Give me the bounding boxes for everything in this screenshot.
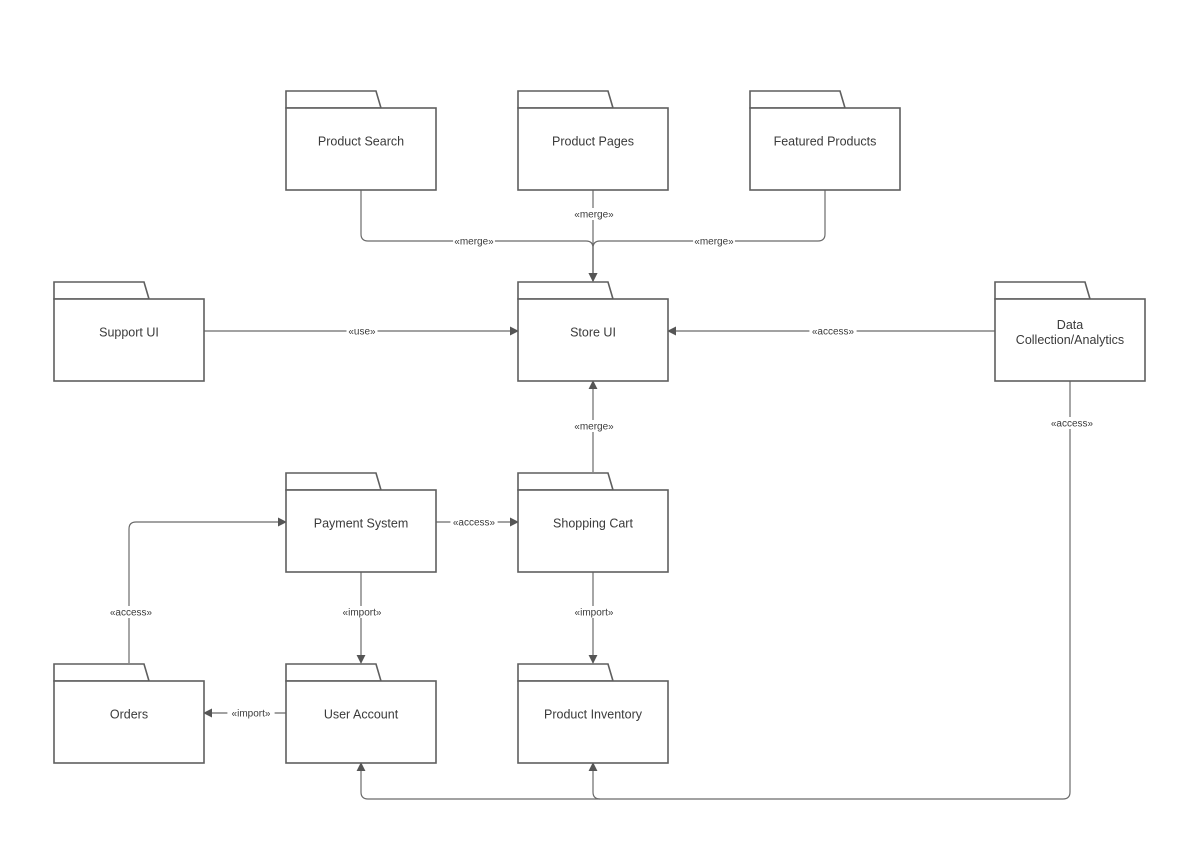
connector-label: «merge»: [573, 208, 615, 221]
connector-analytics-to-account-inventory[interactable]: [356, 381, 1071, 800]
package-tab: [517, 472, 615, 491]
connector-label: «access»: [450, 516, 498, 529]
connector-label-bg: [693, 235, 735, 247]
package-body[interactable]: [517, 680, 669, 764]
connector-label-text: «access»: [812, 327, 855, 338]
package-tab: [517, 90, 615, 109]
connector-label-text: «merge»: [574, 422, 614, 433]
package-body[interactable]: [517, 298, 669, 382]
connector-label: «import»: [227, 707, 275, 720]
connector-label: «use»: [346, 325, 378, 338]
package-tab: [53, 663, 151, 682]
package-body[interactable]: [53, 680, 205, 764]
connector-label-bg: [450, 516, 498, 528]
connector-label-text: «use»: [348, 327, 376, 338]
connector-line[interactable]: [128, 517, 287, 663]
package-tab: [994, 281, 1092, 300]
package-product-search[interactable]: Product Search: [285, 90, 437, 191]
package-label: Support UI: [99, 326, 159, 340]
package-tab: [53, 281, 151, 300]
package-payment-system[interactable]: Payment System: [285, 472, 437, 573]
package-orders[interactable]: Orders: [53, 663, 205, 764]
package-label: Data: [1057, 318, 1083, 332]
package-tab: [285, 90, 383, 109]
package-body[interactable]: [285, 680, 437, 764]
package-label: User Account: [324, 708, 399, 722]
package-body[interactable]: [749, 107, 901, 191]
connector-label-text: «import»: [343, 608, 382, 619]
connector-label-bg: [338, 606, 386, 618]
connector-label: «access»: [1048, 417, 1096, 430]
connector-label-bg: [227, 707, 275, 719]
connector-label-text: «access»: [110, 608, 153, 619]
connector-label-bg: [573, 208, 615, 220]
connector-label: «access»: [107, 606, 155, 619]
package-label: Orders: [110, 708, 148, 722]
connector-label: «merge»: [693, 235, 735, 248]
package-label: Collection/Analytics: [1016, 333, 1124, 347]
connector-line[interactable]: [356, 381, 1071, 800]
package-label: Store UI: [570, 326, 616, 340]
package-tab: [517, 663, 615, 682]
connector-label-bg: [107, 606, 155, 618]
connector-label-text: «merge»: [454, 237, 494, 248]
connector-label-text: «import»: [232, 709, 271, 720]
connector-label-text: «merge»: [574, 210, 614, 221]
connector-label-text: «merge»: [694, 237, 734, 248]
package-body[interactable]: [517, 489, 669, 573]
connector-label-bg: [453, 235, 495, 247]
package-tab: [285, 472, 383, 491]
package-shopping-cart[interactable]: Shopping Cart: [517, 472, 669, 573]
package-tab: [517, 281, 615, 300]
connector-label-bg: [346, 325, 378, 337]
package-body[interactable]: [517, 107, 669, 191]
connector-label-bg: [573, 420, 615, 432]
package-tab: [749, 90, 847, 109]
connector-label: «merge»: [453, 235, 495, 248]
connector-label: «merge»: [573, 420, 615, 433]
package-label: Shopping Cart: [553, 517, 633, 531]
package-body[interactable]: [994, 298, 1146, 382]
connector-label-text: «access»: [453, 518, 496, 529]
connector-label: «import»: [570, 606, 618, 619]
connector-label-text: «import»: [575, 608, 614, 619]
package-label: Payment System: [314, 517, 408, 531]
package-body[interactable]: [53, 298, 205, 382]
package-label: Product Search: [318, 135, 404, 149]
connector-label-bg: [1048, 417, 1096, 429]
connector-orders-to-payment[interactable]: [128, 517, 287, 663]
connector-label: «access»: [809, 325, 857, 338]
connector-label-text: «access»: [1051, 419, 1094, 430]
package-support-ui[interactable]: Support UI: [53, 281, 205, 382]
connector-label: «import»: [338, 606, 386, 619]
package-body[interactable]: [285, 107, 437, 191]
package-user-account[interactable]: User Account: [285, 663, 437, 764]
connector-label-bg: [809, 325, 857, 337]
package-body[interactable]: [285, 489, 437, 573]
connector-line-branch[interactable]: [588, 762, 601, 800]
package-label: Featured Products: [774, 135, 877, 149]
connector-label-bg: [570, 606, 618, 618]
package-tab: [285, 663, 383, 682]
package-product-inventory[interactable]: Product Inventory: [517, 663, 669, 764]
package-product-pages[interactable]: Product Pages: [517, 90, 669, 191]
package-store-ui[interactable]: Store UI: [517, 281, 669, 382]
package-label: Product Pages: [552, 135, 634, 149]
package-featured-products[interactable]: Featured Products: [749, 90, 901, 191]
package-label: Product Inventory: [544, 708, 643, 722]
